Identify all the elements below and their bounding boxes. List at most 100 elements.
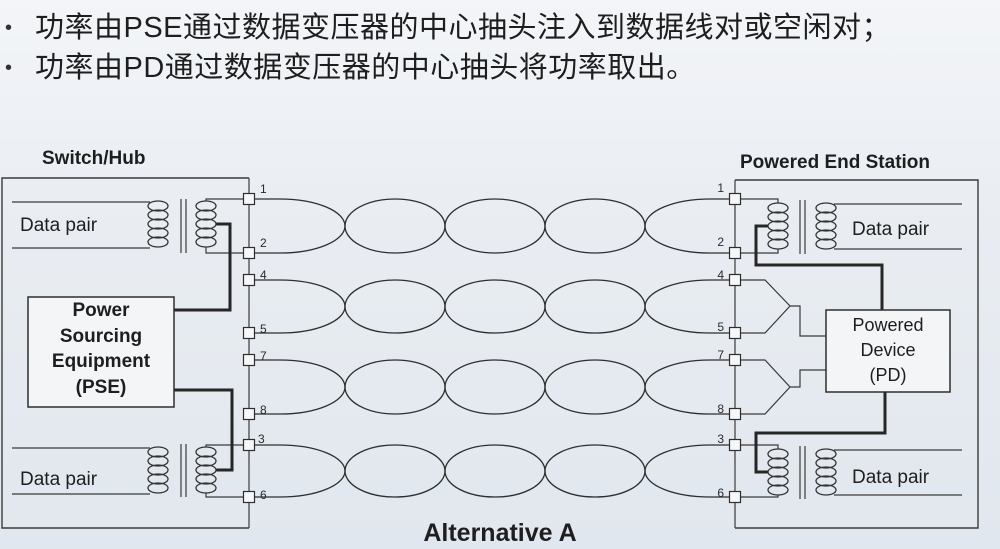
bullet-marker: • xyxy=(5,17,13,39)
pair-twist xyxy=(444,444,546,498)
pd-label-line: Device xyxy=(860,340,915,360)
switch-hub-connector: 1 2 4 5 7 8 3 6 xyxy=(242,182,267,504)
connector-pin xyxy=(728,246,742,260)
connector-pin xyxy=(242,438,256,452)
pair-twist xyxy=(544,279,646,334)
connector-pin xyxy=(242,192,256,206)
secondary-coil xyxy=(195,446,217,494)
pin-lead xyxy=(205,444,243,447)
end-station-title: Powered End Station xyxy=(740,152,930,173)
pair-twist xyxy=(544,444,646,498)
pair-twist xyxy=(544,359,646,415)
pin-number: 3 xyxy=(717,432,724,446)
pse-label-line: Sourcing xyxy=(60,326,142,347)
pair-wire xyxy=(255,279,346,307)
pd-label-line: (PD) xyxy=(870,365,907,385)
pair-wire xyxy=(255,359,346,388)
pair-twist xyxy=(344,359,446,415)
pse-label-line: Power xyxy=(72,300,130,321)
connector-pin xyxy=(728,273,742,287)
pin-number: 2 xyxy=(717,235,724,249)
pd-box xyxy=(825,309,951,393)
pin-number: 3 xyxy=(258,432,265,446)
pair-wire xyxy=(255,306,346,334)
connector-pin xyxy=(242,490,256,504)
pair-wire xyxy=(255,444,346,472)
pair-wire xyxy=(644,279,729,307)
end-station-top-transformer xyxy=(741,198,962,254)
pse-box xyxy=(27,296,175,408)
spare-pair-feed-7-8 xyxy=(790,369,826,388)
pd-label-line: Powered xyxy=(852,315,923,335)
connector-pin xyxy=(242,326,256,340)
pin-number: 8 xyxy=(260,403,267,417)
pair-twist xyxy=(344,279,446,334)
secondary-coil xyxy=(767,202,789,250)
coil-loop xyxy=(815,238,837,250)
data-pair-label: Data pair xyxy=(852,219,930,240)
coil-loop xyxy=(147,227,169,239)
coil-loop xyxy=(147,209,169,221)
pin-number: 5 xyxy=(260,322,267,336)
connector-pin xyxy=(728,192,742,206)
coil-loop xyxy=(147,464,169,476)
pair-twist xyxy=(444,279,546,334)
coil-loop xyxy=(767,229,789,241)
data-pair-label: Data pair xyxy=(20,469,98,490)
coil-loop xyxy=(767,475,789,487)
coil-loop xyxy=(147,236,169,248)
pair-wire xyxy=(255,198,346,227)
switch-hub-enclosure xyxy=(1,177,249,529)
bullet-marker: • xyxy=(5,57,13,79)
bullet-text: 功率由PSE通过数据变压器的中心抽头注入到数据线对或空闲对； xyxy=(35,12,892,44)
pair-wire xyxy=(644,198,729,227)
secondary-coil xyxy=(195,200,217,248)
pair-wire xyxy=(644,306,729,334)
pse-center-tap-feed-bottom xyxy=(174,388,234,472)
pair-wire xyxy=(644,359,729,388)
connector-pin xyxy=(728,353,742,367)
pse-center-tap-feed-top xyxy=(174,222,232,312)
pair-wire xyxy=(644,470,729,498)
pse-label-line: Equipment xyxy=(52,351,151,372)
pair-twist xyxy=(444,359,546,415)
pair-wire xyxy=(644,225,729,254)
coil-loop xyxy=(195,227,217,239)
coil-loop xyxy=(195,209,217,221)
switch-hub-bottom-transformer xyxy=(12,444,243,498)
pse-label-line: (PSE) xyxy=(76,377,127,398)
pair-wire xyxy=(644,444,729,472)
end-station-connector: 1 2 4 5 7 8 3 6 xyxy=(717,181,742,504)
primary-coil xyxy=(147,446,169,494)
coil-loop xyxy=(147,446,169,458)
coil-loop xyxy=(815,475,837,487)
coil-loop xyxy=(147,200,169,212)
coil-loop xyxy=(147,482,169,494)
pair-twist xyxy=(444,198,546,254)
pin-number: 4 xyxy=(717,268,724,282)
pin-lead xyxy=(205,247,243,254)
coil-loop xyxy=(767,211,789,223)
coil-loop xyxy=(767,484,789,496)
end-station-enclosure xyxy=(735,179,979,529)
connector-pin xyxy=(242,246,256,260)
bullet-item: • 功率由PD通过数据变压器的中心抽头将功率取出。 xyxy=(0,49,1000,87)
coil-loop xyxy=(815,220,837,232)
diagram-caption: Alternative A xyxy=(423,519,577,547)
connector-pin xyxy=(728,326,742,340)
coil-loop xyxy=(815,448,837,460)
pin-lead xyxy=(205,493,243,498)
coil-loop xyxy=(147,218,169,230)
coil-loop xyxy=(767,238,789,250)
switch-hub-title: Switch/Hub xyxy=(42,148,145,169)
pin-number: 5 xyxy=(717,320,724,334)
secondary-coil xyxy=(767,448,789,496)
data-pair-label: Data pair xyxy=(20,215,98,236)
end-station-bottom-transformer xyxy=(741,444,962,499)
coil-loop xyxy=(815,466,837,478)
pin-lead xyxy=(741,444,779,449)
connector-pin xyxy=(728,438,742,452)
coil-loop xyxy=(815,202,837,214)
connector-pin xyxy=(728,407,742,421)
